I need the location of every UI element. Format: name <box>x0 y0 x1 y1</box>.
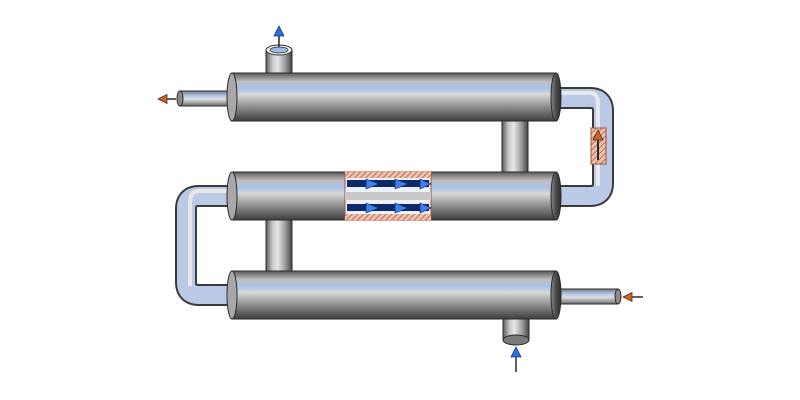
arrow-up-icon <box>592 129 604 141</box>
hot-inlet-arrow <box>622 291 643 303</box>
riser-middle-bottom <box>265 215 293 277</box>
arrow-left-icon <box>622 291 633 303</box>
upper-tube <box>347 180 429 187</box>
bottom-nozzle <box>502 315 530 346</box>
upper-tube-arrows <box>365 178 432 190</box>
right-u-bend <box>548 87 614 207</box>
arrow-right-icon <box>419 178 432 190</box>
arrow-right-icon <box>419 202 432 214</box>
riser-top-middle <box>501 117 529 179</box>
bottom-shell <box>226 270 562 320</box>
shell-cutaway <box>344 171 432 221</box>
arrow-right-icon <box>394 202 409 214</box>
lower-tube-arrows <box>365 202 432 214</box>
lower-tube <box>347 204 429 211</box>
hot-outlet-arrow <box>157 93 176 105</box>
arrow-up-icon <box>510 346 522 358</box>
cold-outlet-arrow <box>273 25 285 47</box>
right-inlet-pipe <box>547 288 622 305</box>
arrow-left-icon <box>157 93 168 105</box>
left-u-bend <box>175 185 232 306</box>
connector-flow-arrow <box>592 129 604 160</box>
arrow-up-icon <box>273 25 285 37</box>
middle-shell <box>226 171 562 221</box>
arrow-right-icon <box>365 178 380 190</box>
arrow-right-icon <box>365 202 380 214</box>
top-nozzle <box>265 44 293 77</box>
left-outlet-pipe <box>176 90 235 107</box>
arrow-right-icon <box>394 178 409 190</box>
top-shell <box>226 72 562 122</box>
cold-inlet-arrow <box>510 346 522 372</box>
